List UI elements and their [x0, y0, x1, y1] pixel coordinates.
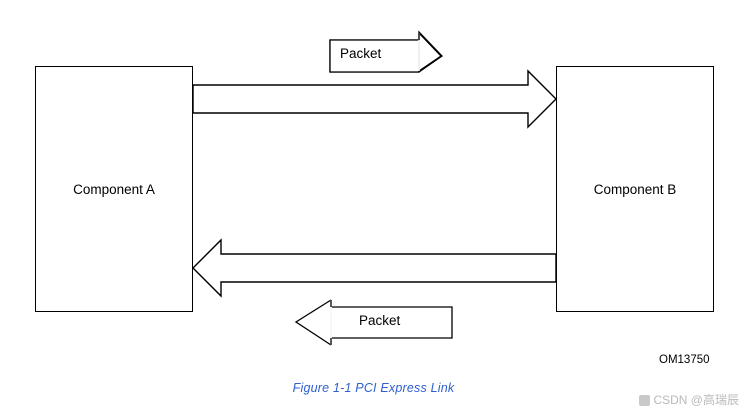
component-a-label: Component A	[73, 182, 155, 197]
csdn-logo-icon	[639, 394, 651, 406]
packet-tag-left	[294, 299, 453, 346]
watermark: CSDN @高瑞辰	[639, 391, 739, 408]
drawing-code: OM13750	[659, 354, 710, 366]
lane-arrow-left	[192, 238, 557, 298]
component-b-label: Component B	[593, 182, 677, 197]
watermark-text: CSDN @高瑞辰	[653, 393, 739, 407]
packet-label-bottom: Packet	[359, 313, 401, 328]
lane-arrow-right	[192, 69, 557, 129]
packet-label-top: Packet	[340, 46, 382, 61]
component-b-box	[556, 66, 714, 312]
component-a-box	[35, 66, 193, 312]
figure-caption: Figure 1-1 PCI Express Link	[292, 381, 455, 395]
packet-tag-right	[329, 30, 443, 73]
